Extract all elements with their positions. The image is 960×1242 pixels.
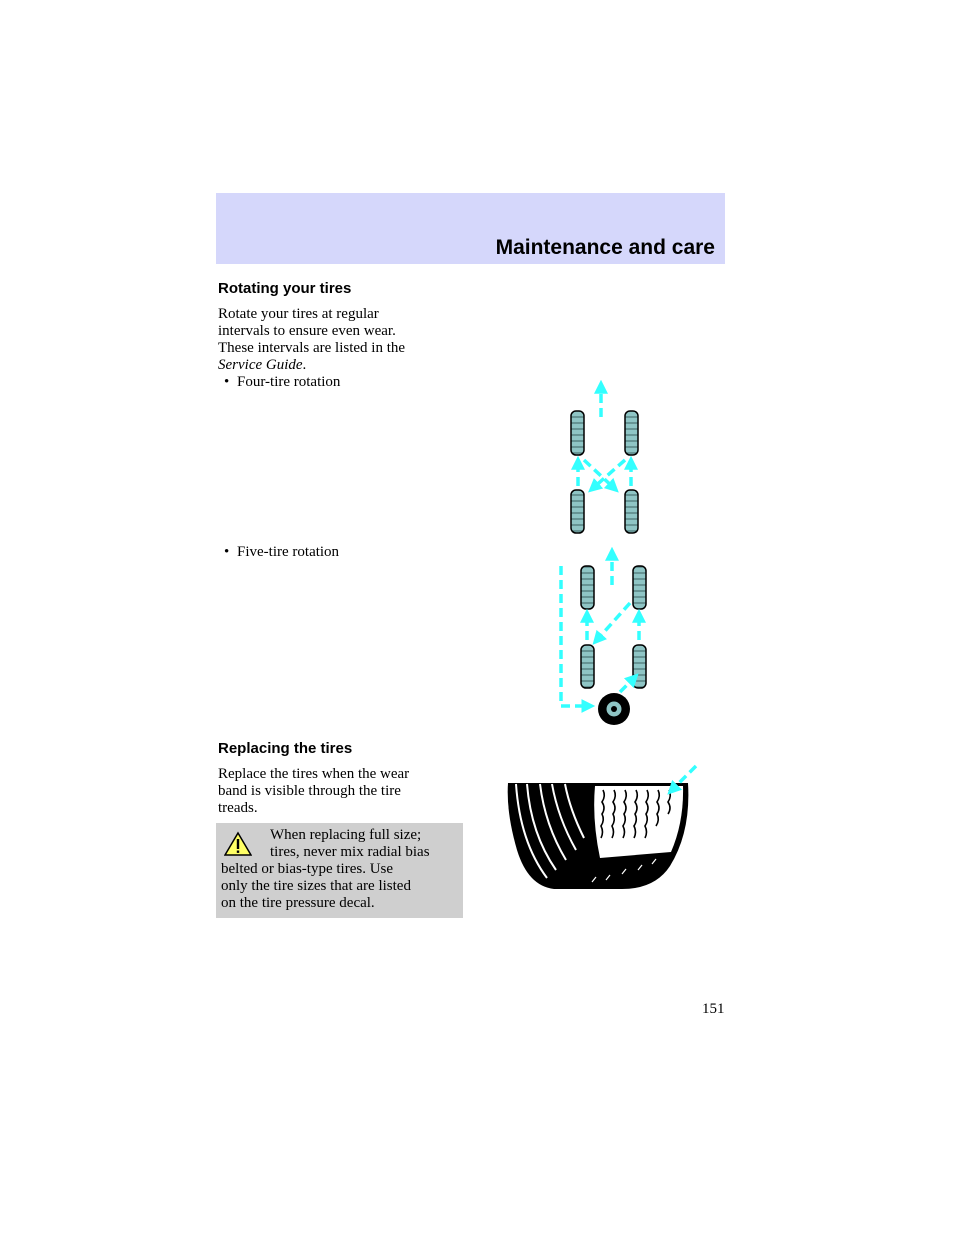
tire-wear-band-illustration (507, 764, 698, 889)
bullet-icon: • (224, 544, 230, 560)
warning-box: When replacing full size; tires, never m… (216, 823, 463, 918)
rotating-line-1: Rotate your tires at regular (218, 306, 379, 322)
warning-line-5: on the tire pressure decal. (221, 895, 375, 911)
bullet-five-tire-label: Five-tire rotation (237, 544, 340, 560)
warning-text: When replacing full size; tires, never m… (221, 827, 461, 912)
bullet-icon: • (224, 374, 230, 390)
tire-rear-left (570, 489, 585, 534)
arrow-fl-to-spare (559, 566, 596, 713)
tire-front-left (570, 410, 585, 456)
bullet-four-tire-label: Four-tire rotation (237, 374, 341, 390)
bullet-four-tire: • Four-tire rotation (224, 374, 340, 391)
warning-line-4: only the tire sizes that are listed (221, 878, 411, 894)
rotating-line-3: These intervals are listed in the (218, 340, 406, 356)
rotating-line-4: Service Guide. (218, 357, 468, 374)
tire-rear-right (632, 644, 647, 689)
replacing-line-3: treads. (218, 800, 258, 816)
warning-triangle-icon (224, 831, 252, 856)
replacing-body: Replace the tires when the wear band is … (218, 766, 468, 817)
four-tire-rotation-diagram (570, 379, 639, 534)
section-title: Maintenance and care (495, 236, 715, 259)
tire-front-right (632, 565, 647, 610)
page-number: 151 (702, 1001, 725, 1017)
tire-front-left (580, 565, 595, 610)
warning-line-3: belted or bias-type tires. Use (221, 861, 394, 877)
replacing-heading: Replacing the tires (218, 740, 353, 757)
spare-tire (598, 693, 630, 725)
rotating-heading: Rotating your tires (218, 280, 352, 297)
arrow-spare-to-rr (618, 673, 639, 694)
replacing-line-1: Replace the tires when the wear (218, 766, 410, 782)
arrow-fr-to-rl (588, 458, 627, 493)
replacing-line-2: band is visible through the tire (218, 783, 401, 799)
five-tire-rotation-diagram (559, 546, 647, 725)
wear-band-pointer-arrow (667, 764, 698, 795)
service-guide-title: Service Guide (218, 357, 303, 373)
header-band: Maintenance and care (216, 193, 725, 264)
rotating-period: . (302, 357, 307, 373)
rotating-line-2: intervals to ensure even wear. (218, 323, 396, 339)
rotating-body: Rotate your tires at regular intervals t… (218, 306, 468, 374)
bullet-five-tire: • Five-tire rotation (224, 544, 339, 561)
tire-rear-right (624, 489, 639, 534)
tire-front-right (624, 410, 639, 456)
warning-line-1: When replacing full size; (270, 827, 422, 843)
tire-rear-left (580, 644, 595, 689)
arrow-fr-to-rl (592, 601, 632, 645)
arrow-fl-to-rr (582, 458, 619, 493)
warning-line-2: tires, never mix radial bias (270, 844, 430, 860)
